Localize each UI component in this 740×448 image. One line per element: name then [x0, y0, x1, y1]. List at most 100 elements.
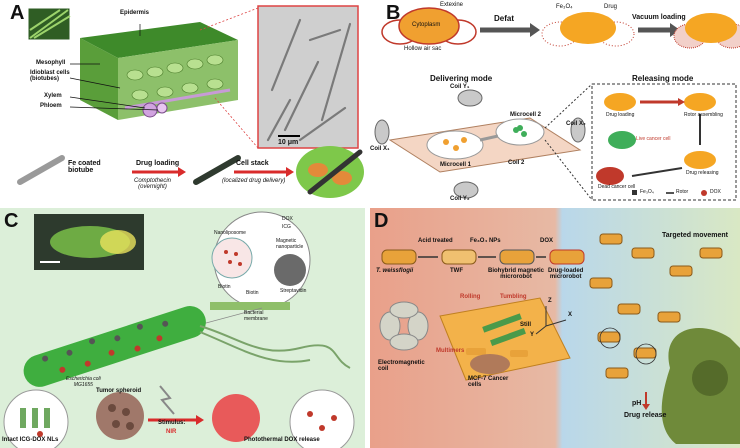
icg-label: ICG — [282, 224, 291, 230]
bacterial-membrane — [210, 302, 290, 310]
coil-y2-label: Coil Y₂ — [450, 196, 470, 202]
leaf-blades — [29, 9, 71, 39]
diatom-sequence — [381, 249, 585, 265]
em-coil-label: Electromagnetic coil — [378, 360, 425, 372]
drug-release-label: Drug release — [624, 412, 667, 419]
green-cells — [296, 146, 364, 198]
live-cancer-cell — [608, 131, 636, 149]
coil-y1 — [457, 89, 483, 107]
xylem-label: Xylem — [44, 93, 62, 99]
dead-cancer-cell — [596, 167, 624, 185]
drug-loading-label: Drug loading — [136, 160, 180, 167]
panel-d: D — [370, 208, 740, 448]
rotor-assembling-step: Rotor assembling — [684, 112, 723, 118]
flagella — [199, 325, 351, 369]
biotin-2-label: Biotin — [246, 290, 259, 296]
panel-a: A — [0, 0, 365, 205]
drug-loaded-biotube — [193, 155, 241, 185]
panel-b-label: B — [386, 2, 401, 24]
cell-stack-note: (localized drug delivery) — [222, 178, 286, 184]
fe3o4-nps-label: Fe₃O₄ NPs — [470, 238, 501, 244]
cell-stack-label: Cell stack — [236, 160, 269, 167]
panel-c: C Nanoliposome DOX ICG — [0, 208, 365, 448]
biohybrid-label: Biohybrid magnetic microrobot — [488, 268, 545, 280]
pollen-defatted — [560, 12, 616, 44]
delivering-mode-label: Delivering mode — [430, 74, 493, 83]
bacterial-biohybrid-diagram — [3, 211, 355, 448]
exine-label: Extexine — [440, 2, 464, 8]
rolling-label: Rolling — [460, 294, 481, 300]
idioblast-cells — [124, 88, 231, 110]
panel-a-label: A — [10, 2, 25, 24]
dox-label-d: DOX — [540, 238, 554, 244]
dox-label: DOX — [282, 216, 293, 222]
released-nl-inset — [289, 389, 355, 448]
legend-fe3o4: Fe₃O₄ — [640, 189, 654, 195]
pollen-loaded — [685, 13, 737, 43]
microcell-2 — [495, 118, 545, 146]
releasing-mode-label: Releasing mode — [632, 74, 694, 83]
stimulus-label: Stimulus: — [158, 420, 186, 426]
nanoliposome-label: Nanoliposome — [214, 230, 246, 236]
scale-bar-label: 10 μm — [278, 139, 299, 146]
twf-label: TWF — [450, 268, 463, 274]
multimers-label: Multimers — [436, 348, 465, 354]
mcf7-cells — [470, 354, 510, 374]
fe3o4-label: Fe₃O₄ — [556, 4, 573, 10]
still-label: Still — [520, 322, 532, 328]
vacuum-label: Vacuum loading — [632, 14, 686, 21]
idioblast-label: Idioblast cells (biotubes) — [30, 70, 70, 82]
mcf7-label: MCF-7 Cancer cells — [468, 376, 509, 388]
microcell-1-label: Microcell 1 — [440, 162, 472, 168]
microcell-2-label: Microcell 2 — [510, 112, 542, 118]
microcell-1 — [426, 130, 484, 160]
diatom-microrobot-diagram — [379, 233, 740, 444]
legend-dox: DOX — [710, 189, 721, 195]
pollen-microrobot-diagram — [374, 7, 740, 201]
photothermal-label: Photothermal DOX release — [244, 437, 320, 443]
releasing-mode-box — [591, 83, 737, 201]
microfluidic-chip — [388, 117, 582, 173]
epidermis-top — [80, 22, 238, 58]
magnetic-np-label: Magnetic nanoparticle — [276, 238, 304, 250]
streptavidin-label: Streptavidin — [280, 288, 307, 294]
coil-y2 — [453, 181, 479, 199]
electromagnetic-coil — [379, 301, 429, 351]
coil-x1 — [374, 119, 390, 145]
coil-x2-label: Coil X₂ — [566, 121, 586, 127]
panel-d-label: D — [374, 210, 389, 232]
targeted-movement-label: Targeted movement — [662, 232, 728, 239]
legend-rotor: Rotor — [676, 189, 689, 195]
defat-label: Defat — [494, 14, 515, 23]
biotube-label: Fe coated biotube — [68, 160, 101, 174]
phloem-label: Phloem — [40, 103, 62, 109]
acid-label: Acid treated — [418, 238, 453, 244]
panel-c-label: C — [4, 210, 19, 232]
drug-release-icon — [684, 151, 716, 169]
drug-label: Drug — [604, 4, 618, 10]
magnetic-nanoparticle — [274, 254, 306, 286]
tumor-spheroid-label: Tumor spheroid — [96, 388, 142, 394]
coil-2-label: Coil 2 — [508, 160, 525, 166]
phloem-bundle — [156, 102, 168, 114]
ph-label: pH — [632, 400, 642, 407]
rotor-icon — [684, 93, 716, 111]
axis-z-label: Z — [548, 298, 552, 304]
pollen-raw — [398, 7, 460, 45]
axis-y-label: Y — [530, 332, 535, 338]
nir-label: NIR — [166, 429, 177, 435]
hollow-sac-label: Hollow air sac — [404, 46, 442, 52]
axis-x-label: X — [568, 312, 573, 318]
released-spheroid — [212, 394, 260, 442]
panel-b: B — [370, 0, 740, 205]
dead-cancer-label: Dead cancer cell — [598, 184, 636, 190]
ecoli-bacterium — [23, 306, 206, 387]
coil-y1-label: Coil Y₁ — [450, 84, 470, 90]
biotube-micrograph — [257, 5, 359, 149]
intact-nl-label: Intact ICG-DOX NLs — [2, 437, 59, 443]
t-weissflogii-label: T. weissflogii — [376, 268, 414, 274]
drug-loaded-label: Drug-loaded microrobot — [548, 268, 584, 280]
cytoplasm-label: Cytoplasm — [412, 22, 441, 28]
mesophyll-label: Mesophyll — [36, 60, 66, 66]
live-cancer-label: Live cancer cell — [636, 136, 671, 142]
